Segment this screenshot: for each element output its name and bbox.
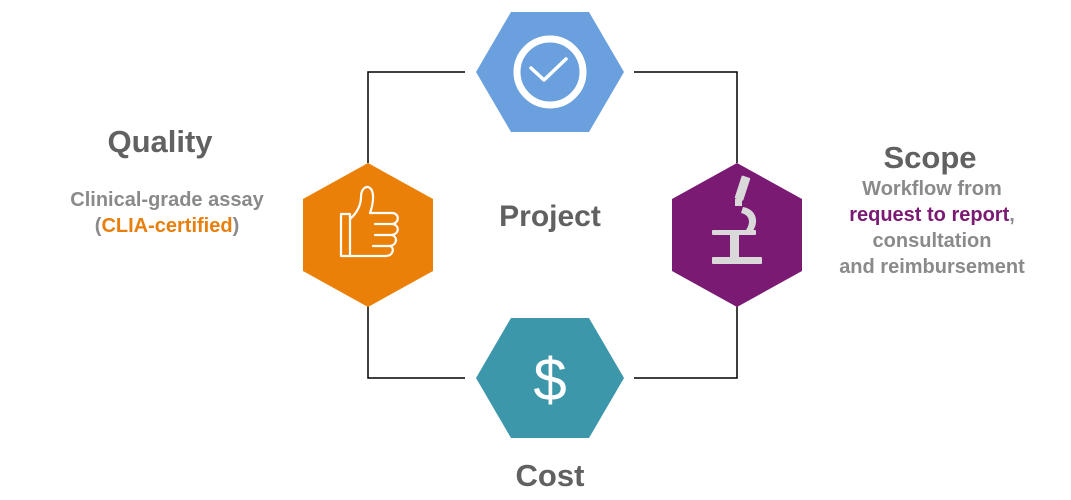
scope-line-2-suffix: , bbox=[1009, 204, 1015, 226]
connector-bottom-left bbox=[367, 298, 465, 379]
quality-title: Quality bbox=[107, 124, 213, 159]
clia-certified-highlight: CLIA-certified bbox=[101, 215, 233, 237]
scope-hexagon bbox=[672, 163, 802, 307]
quality-hexagon bbox=[303, 163, 433, 307]
clock-icon bbox=[513, 35, 587, 109]
quality-paren-close: ) bbox=[232, 215, 240, 237]
connector-top-left bbox=[367, 71, 465, 163]
scope-line-2: request to report, bbox=[800, 202, 1064, 228]
quality-hexagon-shape bbox=[303, 163, 433, 307]
time-hexagon bbox=[476, 12, 624, 132]
quality-paren-open: ( bbox=[94, 215, 102, 237]
connector-lines bbox=[367, 71, 738, 379]
microscope-icon bbox=[712, 175, 762, 264]
cost-title: Cost bbox=[515, 458, 585, 493]
scope-description: Workflow from request to report, consult… bbox=[800, 176, 1064, 280]
connector-top-right bbox=[634, 71, 738, 163]
quality-description: Clinical-grade assay (CLIA-certified) bbox=[22, 187, 312, 239]
project-label: Project bbox=[499, 200, 601, 233]
scope-line-4: and reimbursement bbox=[839, 256, 1025, 278]
connector-bottom-right bbox=[634, 298, 738, 379]
scope-line-1: Workflow from bbox=[862, 178, 1002, 200]
quality-line-2: (CLIA-certified) bbox=[22, 213, 312, 239]
scope-line-3: consultation bbox=[872, 230, 992, 252]
cost-hexagon-shape bbox=[476, 318, 624, 438]
dollar-icon: $ bbox=[533, 346, 566, 413]
cost-hexagon: $ bbox=[476, 318, 624, 438]
scope-title: Scope bbox=[883, 140, 977, 175]
request-to-report-highlight: request to report bbox=[849, 204, 1010, 226]
quality-line-1: Clinical-grade assay bbox=[70, 189, 264, 211]
thumbs-up-icon bbox=[339, 185, 399, 258]
